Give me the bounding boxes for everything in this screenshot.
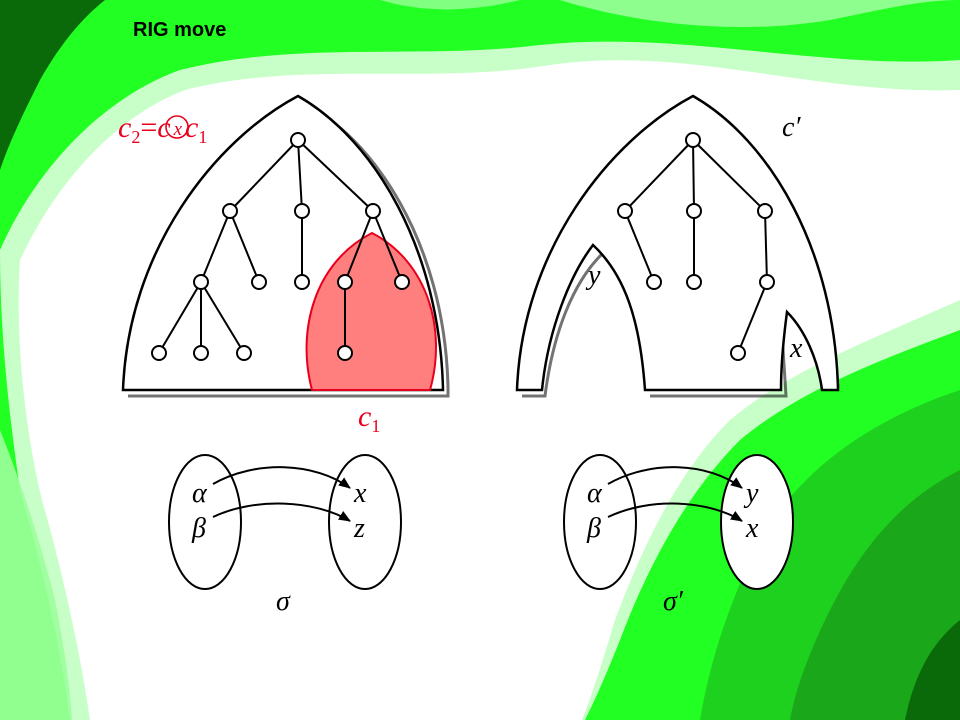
tree-node	[193, 345, 209, 361]
mapping-name: σ	[276, 586, 291, 617]
domain-element: α	[192, 478, 208, 509]
tree-node	[337, 345, 353, 361]
tree-node	[394, 274, 410, 290]
tree-node	[365, 203, 381, 219]
tree-node	[757, 203, 773, 219]
codomain-element: x	[353, 478, 367, 509]
tree-node	[151, 345, 167, 361]
tree-node	[222, 203, 238, 219]
tree-node	[290, 132, 306, 148]
right-mapping: α β y x σ′	[563, 454, 794, 617]
hole-label-y: y	[585, 260, 601, 291]
tree-node	[337, 274, 353, 290]
domain-ellipse	[168, 454, 242, 590]
mapping-arrow	[212, 466, 351, 489]
tree-node	[251, 274, 267, 290]
tree-node	[294, 203, 310, 219]
codomain-element: x	[745, 513, 759, 544]
codomain-ellipse	[328, 454, 402, 590]
tree-node	[193, 274, 209, 290]
right-context-label: c′	[782, 112, 801, 143]
tree-node	[617, 203, 633, 219]
slide-title: RIG move	[133, 19, 227, 41]
tree-node	[646, 274, 662, 290]
domain-element: β	[191, 513, 206, 544]
tree-node	[759, 274, 775, 290]
tree-node	[294, 274, 310, 290]
codomain-element: z	[353, 513, 365, 544]
domain-ellipse	[563, 454, 637, 590]
mapping-arrow	[607, 502, 743, 522]
left-mapping: α β x z σ	[168, 454, 402, 617]
domain-element: β	[586, 513, 601, 544]
tree-node	[236, 345, 252, 361]
hole-label-x: x	[789, 333, 803, 364]
mapping-arrow	[607, 466, 743, 489]
codomain-element: y	[743, 478, 759, 509]
right-context-shape	[515, 94, 840, 392]
tree-node	[686, 274, 702, 290]
domain-element: α	[587, 478, 603, 509]
subtree-label: c1	[358, 400, 380, 436]
mapping-arrow	[212, 502, 351, 522]
right-context-diagram: c′ y x	[515, 94, 840, 398]
mapping-name: σ′	[663, 586, 684, 617]
tree-node	[730, 345, 746, 361]
circled-operator-icon	[165, 115, 189, 139]
tree-node	[686, 203, 702, 219]
tree-node	[685, 132, 701, 148]
